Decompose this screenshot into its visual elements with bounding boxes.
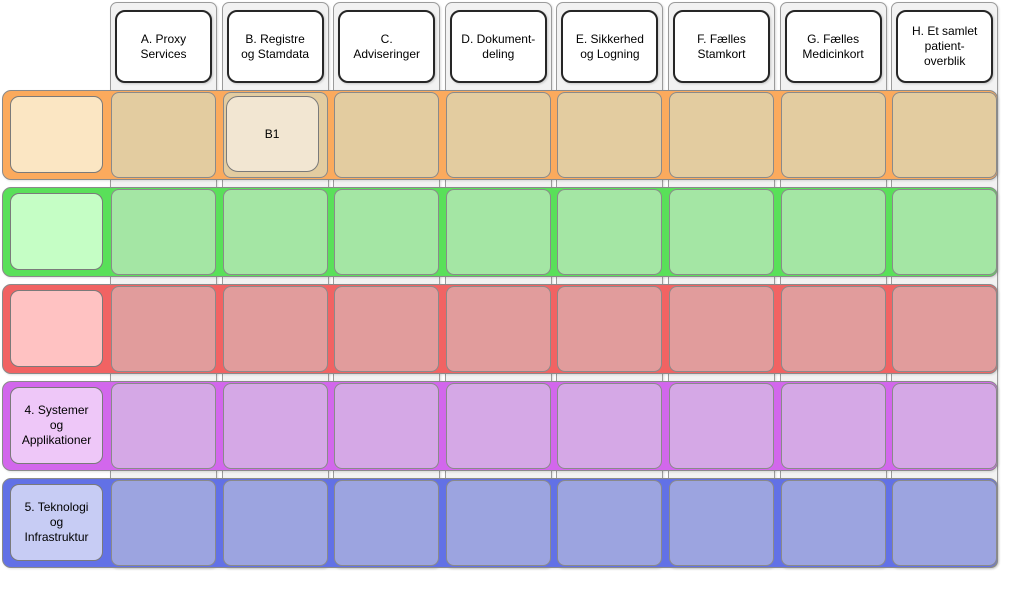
column-header-h[interactable]: H. Et samlet patient- overblik [896,10,994,83]
grid-cell-g5 [780,480,886,566]
grid-cell-d4 [445,383,551,469]
column-header-b[interactable]: B. Registre og Stamdata [226,10,324,83]
column-header-f[interactable]: F. Fælles Stamkort [673,10,770,83]
row-header-4[interactable]: 4. Systemer og Applikationer [10,387,103,464]
grid-cell-c3 [334,286,440,372]
grid-cell-g4 [780,383,886,469]
item-b1[interactable]: B1 [225,96,319,172]
grid-cell-h2 [892,189,998,275]
column-header-a[interactable]: A. Proxy Services [115,10,212,83]
grid-cell-a2 [111,189,216,275]
grid-cell-c2 [334,189,440,275]
grid-cell-e3 [557,286,663,372]
grid-cell-c5 [334,480,440,566]
grid-cell-d3 [445,286,551,372]
grid-cell-e5 [557,480,663,566]
column-header-e[interactable]: E. Sikkerhed og Logning [561,10,659,83]
grid-cell-b5 [222,480,328,566]
grid-cell-f1 [669,92,774,178]
grid-cell-a1 [111,92,216,178]
grid-cell-d5 [445,480,551,566]
row-header-5[interactable]: 5. Teknologi og Infrastruktur [10,484,103,561]
column-header-d[interactable]: D. Dokument- deling [449,10,547,83]
grid-cell-e4 [557,383,663,469]
grid-cell-h3 [892,286,998,372]
grid-cell-g2 [780,189,886,275]
grid-cell-b2 [222,189,328,275]
row-header-2[interactable] [10,193,103,270]
grid-cell-b4 [222,383,328,469]
grid-cell-g1 [780,92,886,178]
grid-cell-b3 [222,286,328,372]
grid-cell-h4 [892,383,998,469]
grid-cell-a5 [111,480,216,566]
column-header-g[interactable]: G. Fælles Medicinkort [784,10,882,83]
grid-cell-g3 [780,286,886,372]
grid-cell-c4 [334,383,440,469]
grid-cell-f4 [669,383,774,469]
grid-cell-f2 [669,189,774,275]
grid-cell-f5 [669,480,774,566]
grid-cell-a3 [111,286,216,372]
grid-cell-e1 [557,92,663,178]
grid-cell-d1 [445,92,551,178]
grid-cell-h1 [892,92,998,178]
row-header-3[interactable] [10,290,103,367]
grid-cell-d2 [445,189,551,275]
column-header-c[interactable]: C. Adviseringer [338,10,436,83]
grid-cell-h5 [892,480,998,566]
grid-cell-a4 [111,383,216,469]
grid-cell-f3 [669,286,774,372]
grid-cell-e2 [557,189,663,275]
row-header-1[interactable] [10,96,103,173]
grid-cell-c1 [334,92,440,178]
